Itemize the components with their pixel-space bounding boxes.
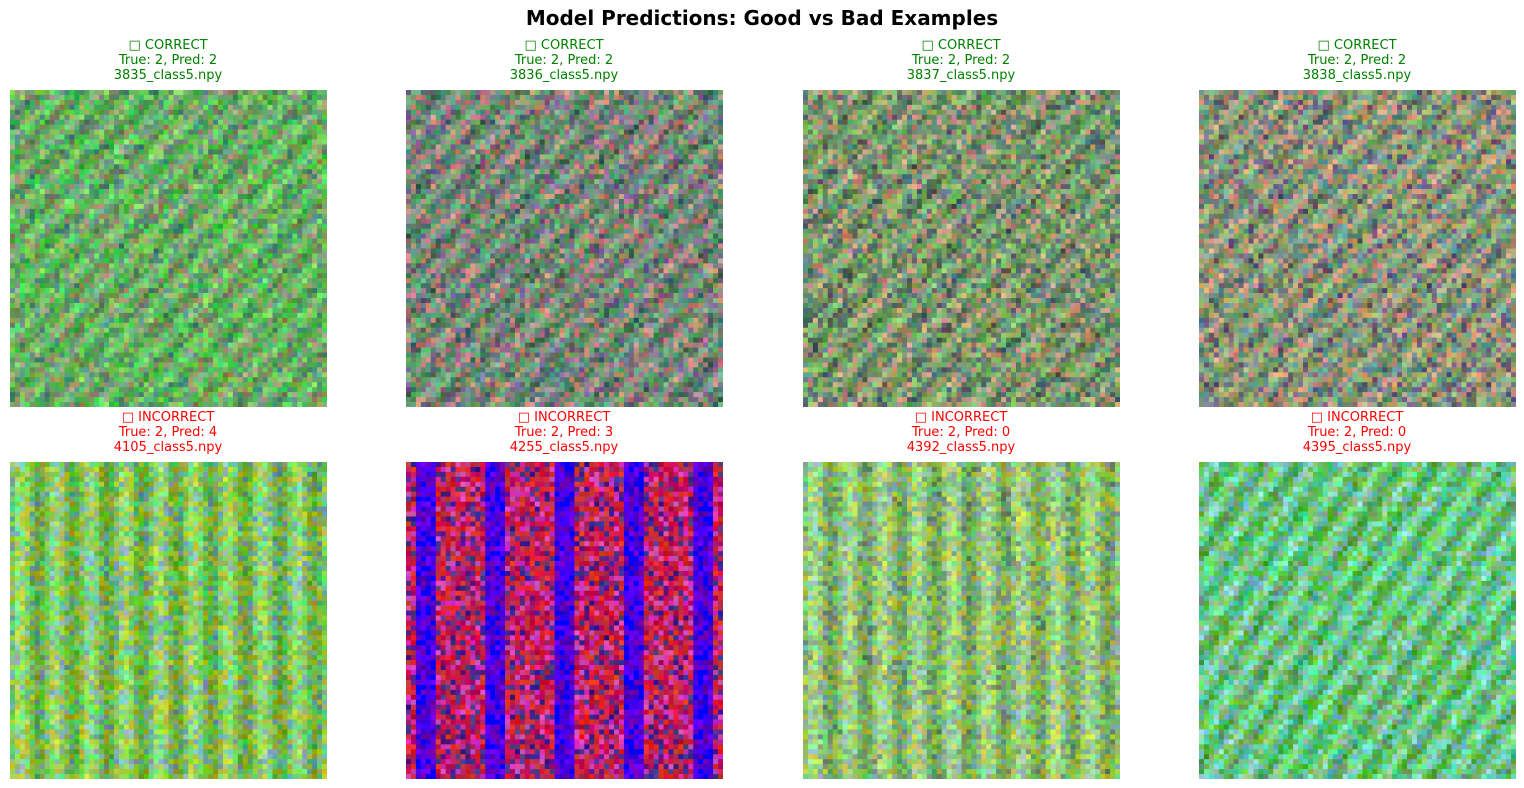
sample-image-5 [10,462,327,779]
panel-title: □ CORRECT True: 2, Pred: 2 3835_class5.n… [9,38,327,83]
sample-image-6 [406,462,723,779]
sample-image-1-svg [10,90,327,407]
sample-image-6-svg [406,462,723,779]
sample-image-5-svg [10,462,327,779]
panel-true-pred: True: 2, Pred: 0 [802,425,1120,440]
panel-title: □ CORRECT True: 2, Pred: 2 3838_class5.n… [1198,38,1516,83]
sample-image-4-svg [1199,90,1516,407]
panel-status: □ INCORRECT [802,410,1120,425]
panel-3: □ CORRECT True: 2, Pred: 2 3837_class5.n… [802,38,1120,83]
panel-true-pred: True: 2, Pred: 2 [1198,53,1516,68]
panel-status: □ CORRECT [405,38,723,53]
sample-image-8 [1199,462,1516,779]
panel-true-pred: True: 2, Pred: 4 [9,425,327,440]
panel-filename: 3837_class5.npy [802,68,1120,83]
panel-6: □ INCORRECT True: 2, Pred: 3 4255_class5… [405,410,723,455]
sample-image-1 [10,90,327,407]
panel-filename: 3835_class5.npy [9,68,327,83]
panel-filename: 4105_class5.npy [9,440,327,455]
sample-image-4 [1199,90,1516,407]
sample-image-8-svg [1199,462,1516,779]
sample-image-3 [803,90,1120,407]
panel-filename: 3838_class5.npy [1198,68,1516,83]
panel-true-pred: True: 2, Pred: 2 [405,53,723,68]
sample-image-7-svg [803,462,1120,779]
sample-image-3-svg [803,90,1120,407]
panel-status: □ INCORRECT [1198,410,1516,425]
panel-8: □ INCORRECT True: 2, Pred: 0 4395_class5… [1198,410,1516,455]
panel-filename: 4255_class5.npy [405,440,723,455]
panel-5: □ INCORRECT True: 2, Pred: 4 4105_class5… [9,410,327,455]
figure-title: Model Predictions: Good vs Bad Examples [0,6,1524,30]
panel-status: □ INCORRECT [9,410,327,425]
panel-title: □ CORRECT True: 2, Pred: 2 3836_class5.n… [405,38,723,83]
panel-filename: 4395_class5.npy [1198,440,1516,455]
sample-image-2 [406,90,723,407]
panel-true-pred: True: 2, Pred: 3 [405,425,723,440]
panel-filename: 3836_class5.npy [405,68,723,83]
panel-true-pred: True: 2, Pred: 2 [9,53,327,68]
panel-title: □ INCORRECT True: 2, Pred: 3 4255_class5… [405,410,723,455]
panel-title: □ CORRECT True: 2, Pred: 2 3837_class5.n… [802,38,1120,83]
panel-2: □ CORRECT True: 2, Pred: 2 3836_class5.n… [405,38,723,83]
panel-status: □ CORRECT [1198,38,1516,53]
panel-status: □ CORRECT [9,38,327,53]
panel-title: □ INCORRECT True: 2, Pred: 4 4105_class5… [9,410,327,455]
panel-7: □ INCORRECT True: 2, Pred: 0 4392_class5… [802,410,1120,455]
panel-title: □ INCORRECT True: 2, Pred: 0 4392_class5… [802,410,1120,455]
panel-4: □ CORRECT True: 2, Pred: 2 3838_class5.n… [1198,38,1516,83]
panel-filename: 4392_class5.npy [802,440,1120,455]
panel-1: □ CORRECT True: 2, Pred: 2 3835_class5.n… [9,38,327,83]
panel-status: □ INCORRECT [405,410,723,425]
sample-image-7 [803,462,1120,779]
panel-title: □ INCORRECT True: 2, Pred: 0 4395_class5… [1198,410,1516,455]
panel-true-pred: True: 2, Pred: 0 [1198,425,1516,440]
panel-status: □ CORRECT [802,38,1120,53]
sample-image-2-svg [406,90,723,407]
panel-true-pred: True: 2, Pred: 2 [802,53,1120,68]
